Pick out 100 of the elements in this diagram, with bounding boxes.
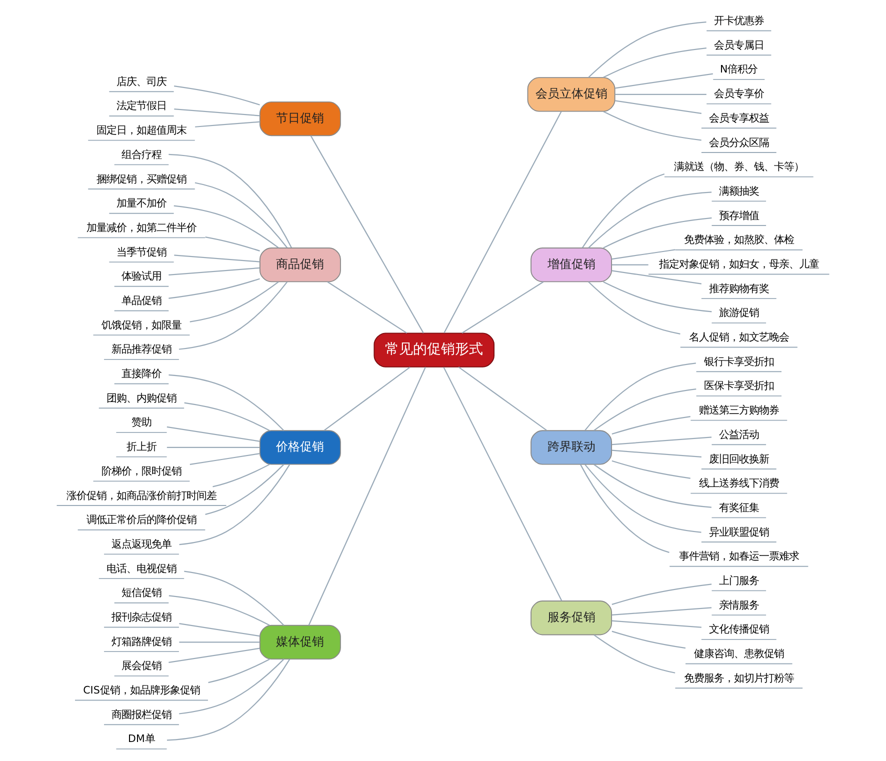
connector (205, 236, 260, 252)
node-text: 新品推荐促销 (111, 344, 172, 356)
connector (614, 100, 702, 114)
node-text: 满额抽奖 (718, 185, 759, 198)
connector (168, 374, 284, 431)
node-text: DM单 (128, 733, 155, 746)
node-text: 公益活动 (718, 428, 759, 441)
node-text: 单品促销 (121, 295, 162, 307)
connector (195, 121, 260, 128)
connector (168, 595, 270, 626)
node-text: 体验试用 (121, 270, 162, 283)
connector (324, 366, 410, 431)
node-text: 银行卡享受折扣 (704, 356, 774, 368)
node-text: 会员专享价 (714, 88, 764, 100)
connector (612, 607, 712, 616)
connector (612, 249, 676, 260)
node-text: 直接降价 (121, 368, 162, 380)
node-text: 有奖征集 (718, 502, 759, 514)
node-text: 展会促销 (121, 660, 162, 672)
node-text: 返点返现免单 (111, 538, 172, 550)
node-text: 指定对象促销，如妇女，母亲、儿童 (658, 258, 819, 270)
node-text: 名人促销，如文艺晚会 (688, 332, 789, 344)
connector (603, 110, 702, 141)
node-box: 商品促销 (259, 248, 341, 282)
connector (168, 154, 292, 248)
node-text: 医保卡享受折扣 (704, 380, 774, 392)
node-text: 团购、内购促销 (106, 392, 176, 404)
node-text: 异业联盟促销 (708, 526, 769, 538)
connector (444, 111, 562, 334)
connector (584, 464, 702, 533)
connector (612, 416, 690, 435)
connector (174, 108, 260, 116)
node-text: 灯箱路牌促销 (111, 636, 172, 648)
connector (184, 402, 270, 431)
node-text: 文化传播促销 (708, 624, 769, 636)
connector (166, 659, 290, 741)
connector (194, 182, 288, 248)
connector (190, 281, 279, 322)
node-text: N倍积分 (720, 64, 758, 76)
connector (612, 630, 686, 649)
connector (190, 453, 260, 465)
connector (174, 254, 260, 262)
connector (179, 642, 260, 643)
node-text: 会员专属日 (714, 39, 764, 52)
connector (612, 436, 712, 446)
node-box: 会员立体促销 (527, 77, 616, 112)
node-text: 当季节促销 (116, 246, 166, 258)
connector (584, 362, 696, 431)
node-text: 推荐购物有奖 (708, 282, 769, 295)
connector (179, 658, 284, 714)
node-text: 亲情服务 (718, 599, 759, 612)
connector (166, 426, 260, 442)
node-box: 服务促销 (530, 600, 612, 636)
node-text: 店庆、司庆 (116, 76, 166, 88)
node-text: 涨价促销，如商品涨价前打时间差 (66, 490, 216, 502)
node-box: 跨界联动 (530, 430, 612, 465)
node-text: CIS促销，如品牌形象促销 (83, 684, 200, 697)
connector (327, 281, 408, 334)
node-text: 预存增值 (718, 210, 759, 222)
connector (612, 460, 690, 479)
connector (168, 648, 260, 664)
connector (603, 217, 712, 248)
connector (612, 620, 702, 628)
connector (174, 85, 260, 106)
node-text: 上门服务 (718, 574, 759, 587)
node-text: 固定日，如超值周末 (96, 124, 186, 137)
connector (166, 446, 260, 448)
connector (462, 281, 544, 334)
connector (588, 22, 706, 78)
connector (184, 570, 284, 626)
node-text: 报刊杂志促销 (111, 611, 172, 624)
node-text: 事件营销，如春运一票难求 (678, 550, 799, 563)
connector (612, 450, 702, 458)
connector (310, 136, 424, 334)
node-text: 旅游促销 (718, 307, 759, 320)
connector (178, 282, 288, 350)
connector (588, 192, 712, 248)
node-text: 满就送（物、券、钱、卡等） (674, 161, 804, 174)
node-box: 增值促销 (530, 248, 612, 282)
connector (580, 464, 670, 553)
node-text: 会员分众区隔 (708, 136, 769, 149)
node-text: 废旧回收换新 (708, 453, 769, 466)
node-text: 捆绑促销，买赠促销 (96, 173, 186, 186)
connector (612, 264, 648, 266)
connector (582, 173, 665, 248)
node-box: 常见的促销形式 (374, 332, 494, 368)
connector (612, 270, 702, 284)
connector (205, 464, 284, 515)
connector (594, 464, 712, 508)
node-text: 折上折 (126, 441, 156, 454)
node-text: 线上送券线下消费 (698, 478, 779, 490)
node-text: 赠送第三方购物券 (698, 404, 779, 417)
connector (458, 366, 547, 431)
node-text: 阶梯价，限时促销 (101, 465, 182, 478)
node-text: 调低正常价后的降价促销 (86, 514, 196, 526)
node-text: 会员专享权益 (708, 112, 769, 124)
node-text: 赞助 (131, 416, 152, 429)
connector (614, 94, 706, 95)
node-box: 价格促销 (259, 430, 341, 465)
node-text: 法定节假日 (116, 100, 166, 112)
